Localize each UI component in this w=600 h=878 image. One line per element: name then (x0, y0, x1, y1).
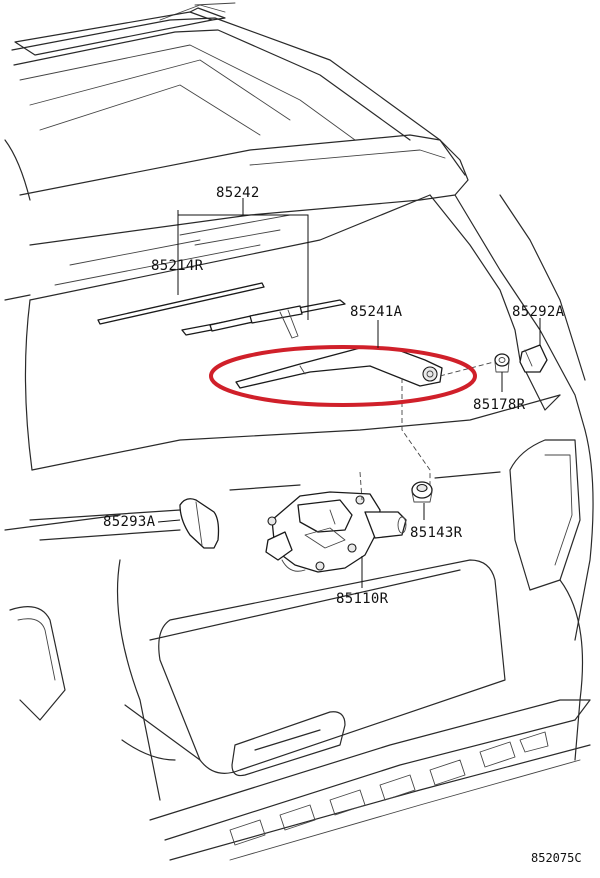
callout-arm-and-blade: 85242 (216, 185, 260, 201)
callout-wiper-arm: 85241A (350, 304, 403, 320)
callout-cover: 85293A (103, 514, 156, 530)
callout-arm-nut-cap: 85178R (473, 397, 526, 413)
blade-rubber-part (97, 282, 265, 325)
wiper-blade-part (181, 299, 346, 339)
grommet-part (411, 481, 433, 503)
leader-lines (157, 198, 541, 588)
callout-grommet: 85143R (410, 525, 463, 541)
arm-nut-cap-part (494, 353, 510, 373)
callout-pivot-cap: 85292A (512, 304, 565, 320)
pivot-cap-part (519, 344, 548, 373)
vehicle-outline (4, 2, 594, 861)
wiper-motor-part (265, 491, 407, 573)
callout-blade-rubber: 85214R (151, 258, 204, 274)
figure-id: 852075C (531, 851, 582, 865)
callout-wiper-motor: 85110R (336, 591, 389, 607)
cover-part (179, 498, 220, 549)
highlight-ellipse (209, 345, 477, 407)
